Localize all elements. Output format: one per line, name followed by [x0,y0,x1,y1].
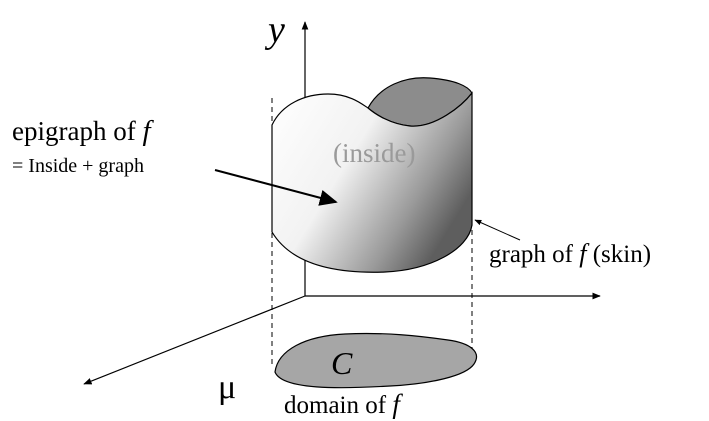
graph-arrow [474,219,521,241]
graph-label: graph of f (skin) [489,239,651,268]
epigraph-definition: = Inside + graph [12,155,144,177]
epigraph-arrow [214,169,338,206]
domain-label: domain of f [284,389,403,419]
domain-region-c [274,332,478,389]
domain-label-prefix: domain of [284,392,392,419]
graph-label-f: f [579,239,590,268]
inside-label: (inside) [333,138,415,168]
y-axis-label: y [264,9,285,51]
epigraph-label-prefix: epigraph of [12,116,142,146]
domain-label-f: f [392,389,403,419]
epigraph-skin [271,91,473,273]
mu-axis-label: μ [218,369,236,406]
graph-label-prefix: graph of [489,241,579,268]
epigraph-label-f: f [142,115,154,147]
domain-set-label: C [331,345,353,381]
mu-axis [83,295,306,385]
epigraph-label: epigraph of f [12,115,154,147]
graph-label-suffix: (skin) [586,241,651,268]
